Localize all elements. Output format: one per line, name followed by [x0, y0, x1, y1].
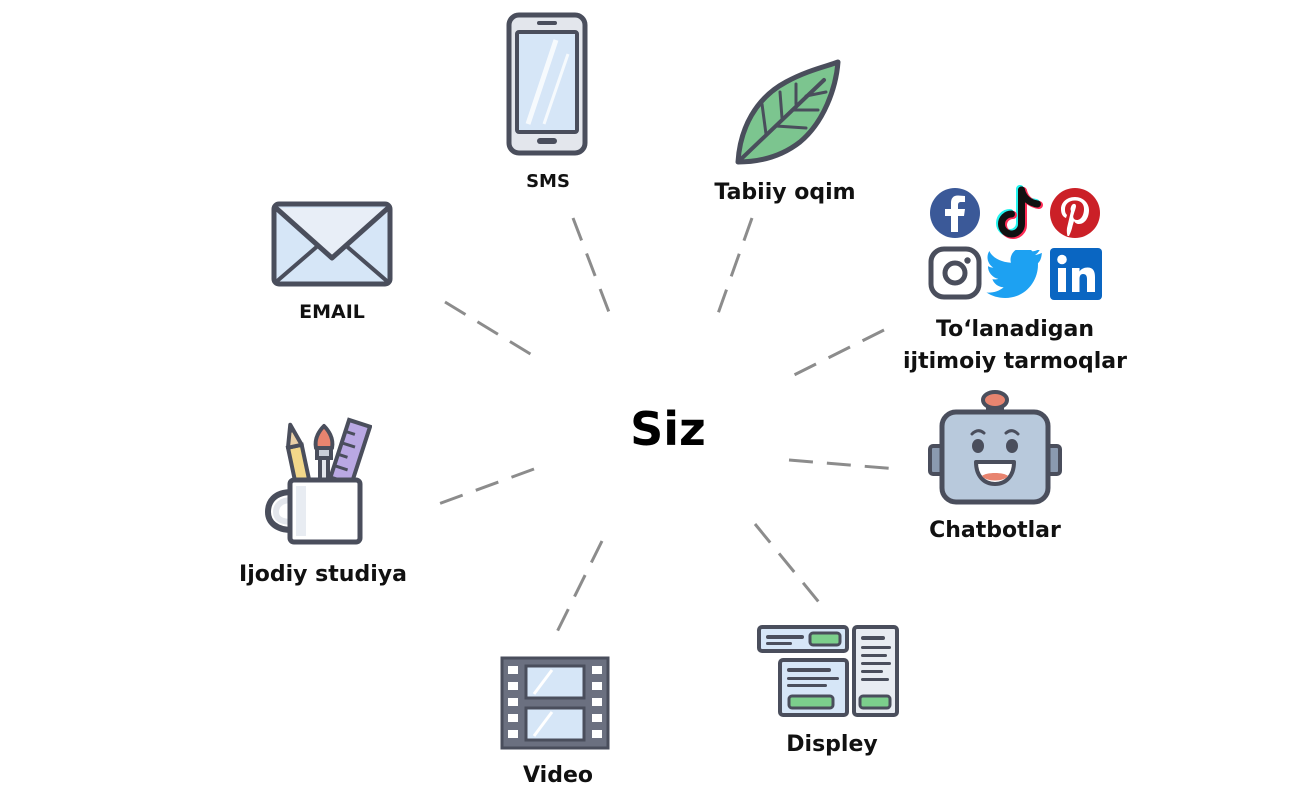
pinterest-icon: [1050, 188, 1100, 238]
connector-display: [753, 523, 824, 607]
facebook-icon: [930, 188, 980, 238]
twitter-icon: [986, 250, 1042, 298]
tiktok-icon: [996, 185, 1043, 239]
leaf-icon: [735, 59, 841, 165]
natural-flow-label: Tabiiy oqim: [714, 180, 856, 205]
connector-video: [553, 540, 604, 637]
connector-chatbots: [788, 458, 898, 471]
display-label: Displey: [786, 732, 878, 757]
connector-email: [444, 300, 538, 360]
paid-social-label: To‘lanadigan ijtimoiy tarmoqlar: [880, 314, 1150, 378]
chatbots-label: Chatbotlar: [929, 518, 1061, 543]
connector-social: [787, 328, 885, 380]
sms-label: SMS: [526, 171, 570, 192]
instagram-icon: [928, 246, 982, 300]
pencil-cup-icon: [264, 417, 372, 545]
envelope-icon: [271, 201, 393, 287]
linkedin-icon: [1050, 248, 1102, 300]
paid-social-label-line1: To‘lanadigan: [936, 317, 1094, 342]
video-label: Video: [523, 763, 593, 788]
robot-icon: [928, 390, 1062, 505]
email-label: EMAIL: [299, 301, 365, 323]
display-ads-icon: [757, 625, 899, 717]
creative-studio-label: Ijodiy studiya: [239, 562, 407, 587]
center-label: Siz: [630, 402, 706, 456]
connector-natural: [713, 217, 754, 323]
connector-creative: [432, 467, 535, 508]
film-strip-icon: [500, 656, 610, 750]
connector-sms: [571, 217, 614, 321]
smartphone-icon: [506, 12, 588, 156]
paid-social-label-line2: ijtimoiy tarmoqlar: [903, 349, 1127, 374]
